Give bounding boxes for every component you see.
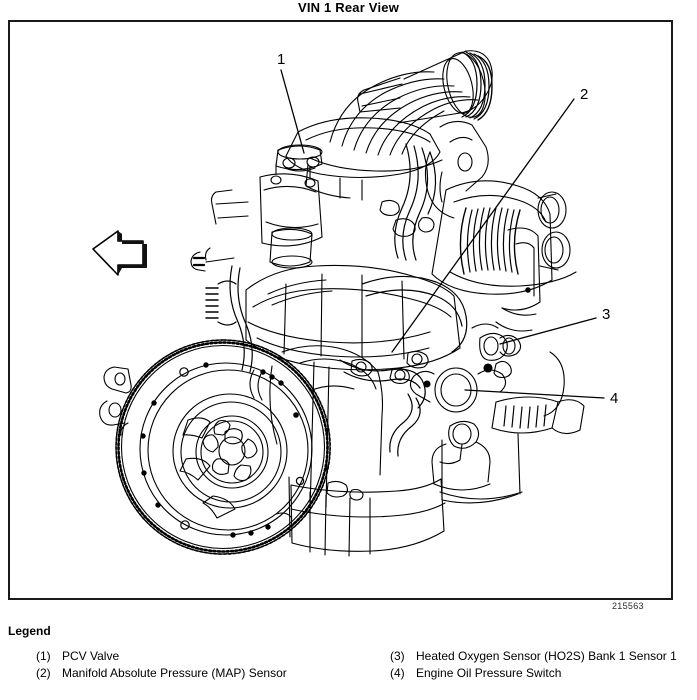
callout-leader-lines <box>280 69 605 399</box>
block-right-lower-edge <box>439 351 565 504</box>
legend-column-left: (1) PCV Valve (2) Manifold Absolute Pres… <box>36 648 386 682</box>
legend-item-label: Heated Oxygen Sensor (HO2S) Bank 1 Senso… <box>416 649 677 663</box>
exhaust-manifold-and-heatshield <box>431 180 577 332</box>
legend: (1) PCV Valve (2) Manifold Absolute Pres… <box>0 648 697 700</box>
wiring-harness-and-hoses <box>205 143 468 457</box>
callout-number-4: 4 <box>610 390 618 407</box>
callout-number-1: 1 <box>277 51 285 68</box>
engine-diagram: 1 2 3 4 <box>92 50 618 557</box>
pcv-valve <box>275 144 323 172</box>
legend-column-right: (3) Heated Oxygen Sensor (HO2S) Bank 1 S… <box>390 648 690 682</box>
flywheel-assembly <box>99 339 331 555</box>
figure-frame: 1 2 3 4 <box>8 20 673 600</box>
legend-item-index: (1) <box>36 649 51 663</box>
legend-item-label: PCV Valve <box>62 649 120 663</box>
legend-item: (4) Engine Oil Pressure Switch <box>390 665 690 681</box>
air-intake-duct <box>357 50 493 124</box>
legend-item: (1) PCV Valve <box>36 648 386 664</box>
legend-item: (3) Heated Oxygen Sensor (HO2S) Bank 1 S… <box>390 648 690 664</box>
orientation-arrow <box>92 230 147 276</box>
callout-number-2: 2 <box>580 86 588 103</box>
map-sensor-and-bracket <box>190 163 323 272</box>
legend-item-index: (2) <box>36 666 51 680</box>
cylinder-head-and-block <box>245 264 461 377</box>
engine-block-rear <box>269 345 446 557</box>
misc-fasteners <box>249 199 435 401</box>
figure-reference-number: 215563 <box>612 601 644 611</box>
legend-item: (2) Manifold Absolute Pressure (MAP) Sen… <box>36 665 386 681</box>
oil-pressure-switch-and-ho2s <box>409 323 585 491</box>
callout-number-3: 3 <box>602 306 610 323</box>
legend-item-label: Engine Oil Pressure Switch <box>416 666 562 680</box>
legend-item-index: (3) <box>390 649 405 663</box>
page-title: VIN 1 Rear View <box>297 0 400 15</box>
legend-item-index: (4) <box>390 666 405 680</box>
legend-heading: Legend <box>8 624 51 638</box>
legend-item-label: Manifold Absolute Pressure (MAP) Sensor <box>62 666 287 680</box>
